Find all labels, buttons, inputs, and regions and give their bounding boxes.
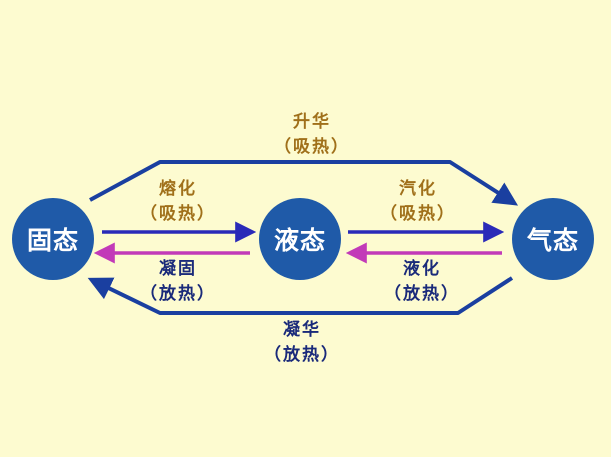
liquid-state-node: 液态	[259, 198, 341, 280]
melting-label: 熔化 （吸热）	[118, 177, 238, 227]
vaporization-name: 汽化	[399, 179, 437, 199]
melting-name: 熔化	[159, 179, 197, 199]
sublimation-name: 升华	[293, 112, 331, 132]
liquefaction-name: 液化	[403, 259, 441, 279]
liquefaction-heat: （放热）	[384, 284, 460, 304]
melting-heat: （吸热）	[140, 204, 216, 224]
sublimation-label: 升华 （吸热）	[252, 110, 372, 160]
sublimation-heat: （吸热）	[274, 137, 350, 157]
deposition-label: 凝华 （放热）	[242, 318, 362, 368]
gas-state-label: 气态	[526, 226, 579, 255]
vaporization-heat: （吸热）	[380, 204, 456, 224]
solidification-name: 凝固	[159, 259, 197, 279]
liquid-state-label: 液态	[273, 226, 326, 255]
sublimation-arrow	[89, 160, 519, 206]
vaporization-label: 汽化 （吸热）	[358, 177, 478, 227]
deposition-heat: （放热）	[264, 345, 340, 365]
deposition-arrow	[87, 276, 514, 315]
solidification-label: 凝固 （放热）	[118, 257, 238, 307]
liquefaction-label: 液化 （放热）	[362, 257, 482, 307]
deposition-name: 凝华	[283, 320, 321, 340]
gas-state-node: 气态	[512, 198, 594, 280]
solidification-heat: （放热）	[140, 284, 216, 304]
solid-state-label: 固态	[26, 226, 79, 255]
solid-state-node: 固态	[12, 198, 94, 280]
